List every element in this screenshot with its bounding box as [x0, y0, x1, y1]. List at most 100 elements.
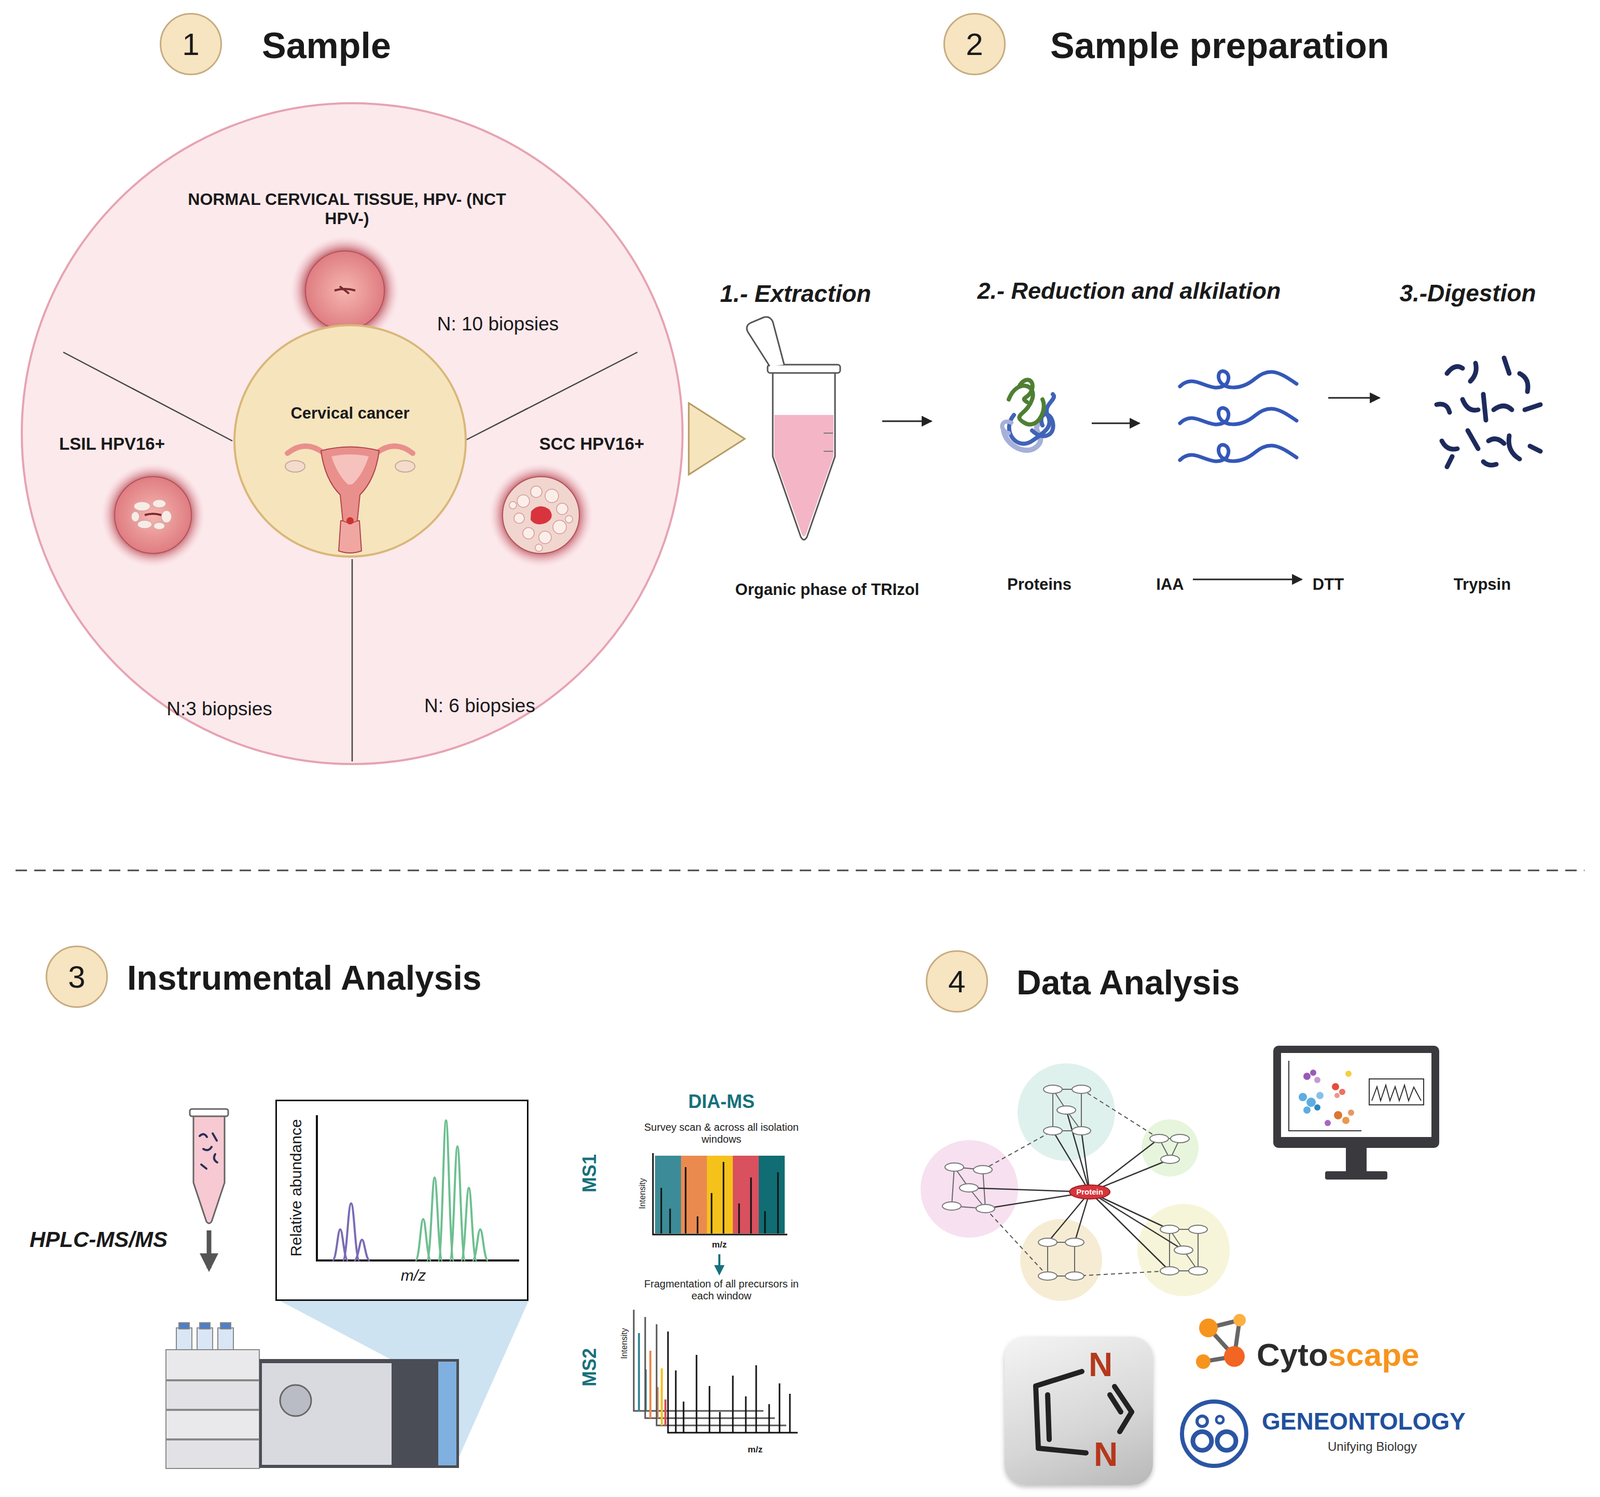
- background-illustration-part: [758, 1155, 785, 1234]
- background-illustration-part: [661, 1161, 778, 1234]
- node-text: N: 6 biopsies: [424, 694, 536, 718]
- background-illustration-part: [1002, 379, 1054, 451]
- inner-circle-outline-part: [338, 520, 362, 553]
- background-illustration-part: [217, 1327, 234, 1350]
- sample-circle-outline-part: [137, 520, 152, 529]
- background-illustration-part: [203, 1146, 212, 1150]
- background-illustration-part: [206, 1230, 212, 1269]
- sample-circle-outline-part: [152, 499, 166, 508]
- background-illustration-part: [1325, 1171, 1388, 1180]
- background-illustration-part: [176, 1327, 192, 1350]
- background-illustration-part: [1281, 1052, 1432, 1137]
- background-illustration-part: [1199, 1318, 1218, 1338]
- background-illustration-part: [1047, 1242, 1075, 1276]
- background-illustration-part: [1192, 1431, 1212, 1451]
- imidazole-ring-part: [1109, 1394, 1121, 1412]
- background-illustration-part: [755, 1365, 758, 1433]
- sample-circle-outline-part: [305, 251, 385, 330]
- background-illustration-part: [982, 1089, 1170, 1276]
- section-heading: Instrumental Analysis: [127, 958, 482, 998]
- background-illustration-part: [1347, 1109, 1355, 1116]
- figure-label: Proteins: [1007, 575, 1072, 594]
- background-illustration-part: [777, 1172, 779, 1234]
- sample-circle-outline-part: [131, 511, 140, 522]
- background-illustration-part: [1195, 1354, 1211, 1369]
- background-illustration-part: [1065, 1271, 1084, 1280]
- background-illustration-part: [1328, 397, 1380, 399]
- background-illustration-part: [1529, 446, 1541, 452]
- sample-circle-outline-part: [161, 510, 172, 523]
- step-number-circle: 3Instrumental Analysis: [45, 945, 108, 1008]
- background-illustration-part: [1008, 385, 1045, 425]
- background-illustration-part: [976, 1204, 995, 1213]
- figure-label: Trypsin: [1453, 575, 1511, 594]
- background-illustration-part: [1342, 1116, 1350, 1124]
- background-illustration-part: [1493, 406, 1512, 411]
- step-number: 2: [965, 26, 983, 63]
- inner-circle-outline-part: [321, 447, 380, 524]
- spectrum-box-outline-part: [276, 1100, 528, 1301]
- background-illustration-part: [1017, 1063, 1116, 1161]
- background-illustration-part: [178, 1322, 190, 1329]
- background-illustration-part: [1181, 1401, 1247, 1466]
- step-number: 1: [182, 26, 200, 63]
- background-illustration-part: [1483, 394, 1486, 421]
- imidazole-ring-part: [1035, 1385, 1039, 1449]
- background-illustration-part: [1233, 1313, 1246, 1327]
- background-illustration-part: [722, 1161, 725, 1234]
- background-illustration-part: [1524, 404, 1541, 410]
- background-illustration-part: [1369, 1078, 1424, 1105]
- background-illustration-part: [1436, 357, 1541, 467]
- background-illustration-part: [882, 420, 932, 423]
- imidazole-ring-part: [1038, 1448, 1087, 1453]
- background-illustration-part: [982, 1130, 1053, 1170]
- inner-circle-outline-part: [346, 517, 354, 525]
- background-illustration-part: [1441, 440, 1458, 450]
- background-illustration-part: [732, 1375, 734, 1433]
- background-illustration-part: [708, 1385, 711, 1433]
- background-illustration-part: [1081, 1130, 1090, 1192]
- inner-circle-outline-part: [234, 325, 466, 557]
- background-illustration-part: [1504, 357, 1510, 374]
- background-illustration-part: [1310, 1069, 1317, 1076]
- background-illustration-part: [1179, 444, 1297, 462]
- sample-circle-outline-part: [522, 527, 535, 539]
- spectrum-box-outline-part: [461, 1187, 477, 1261]
- background-illustration-part: [1339, 1088, 1346, 1095]
- node-text: SCC HPV16+: [539, 434, 645, 454]
- background-illustration-part: [1188, 1225, 1208, 1234]
- node-text: N:3 biopsies: [166, 698, 273, 721]
- background-illustration-part: [660, 1368, 663, 1426]
- background-illustration-part: [973, 1165, 993, 1174]
- sample-circle-outline-part: [21, 103, 683, 764]
- background-illustration-part: [1316, 1091, 1324, 1099]
- sample-circle-outline-part: [565, 515, 573, 523]
- background-illustration-part: [193, 1115, 225, 1224]
- figure-label: DTT: [1312, 575, 1344, 594]
- sample-circle-outline-part: [489, 463, 593, 567]
- figure-label: m/z: [712, 1239, 727, 1250]
- background-illustration-part: [1179, 371, 1297, 462]
- background-illustration-part: [652, 1152, 788, 1235]
- background-illustration-part: [767, 364, 841, 373]
- background-illustration-part: [944, 1162, 964, 1172]
- background-illustration-part: [951, 1089, 1199, 1276]
- section-heading: Sample preparation: [1050, 24, 1390, 67]
- background-illustration-part: [1303, 1106, 1311, 1114]
- background-illustration-part: [1447, 366, 1463, 374]
- figure-label: MS1: [578, 1153, 601, 1193]
- node-label: Protein: [1076, 1187, 1104, 1196]
- background-illustration-part: [1043, 1084, 1063, 1094]
- spectrum-box-outline-part: [332, 1203, 370, 1261]
- step-number: 3: [67, 958, 86, 995]
- background-illustration-part: [1314, 1076, 1321, 1083]
- background-illustration-part: [764, 1211, 767, 1234]
- sample-circle-outline-part: [538, 531, 552, 544]
- background-illustration-part: [706, 1155, 733, 1234]
- background-illustration-part: [1002, 421, 1012, 434]
- imidazole-ring-part: [1119, 1411, 1132, 1432]
- background-illustration-part: [664, 1399, 667, 1426]
- background-illustration-part: [165, 1322, 260, 1469]
- sample-circle-outline-part: [530, 485, 542, 498]
- background-illustration-part: [1137, 1203, 1230, 1297]
